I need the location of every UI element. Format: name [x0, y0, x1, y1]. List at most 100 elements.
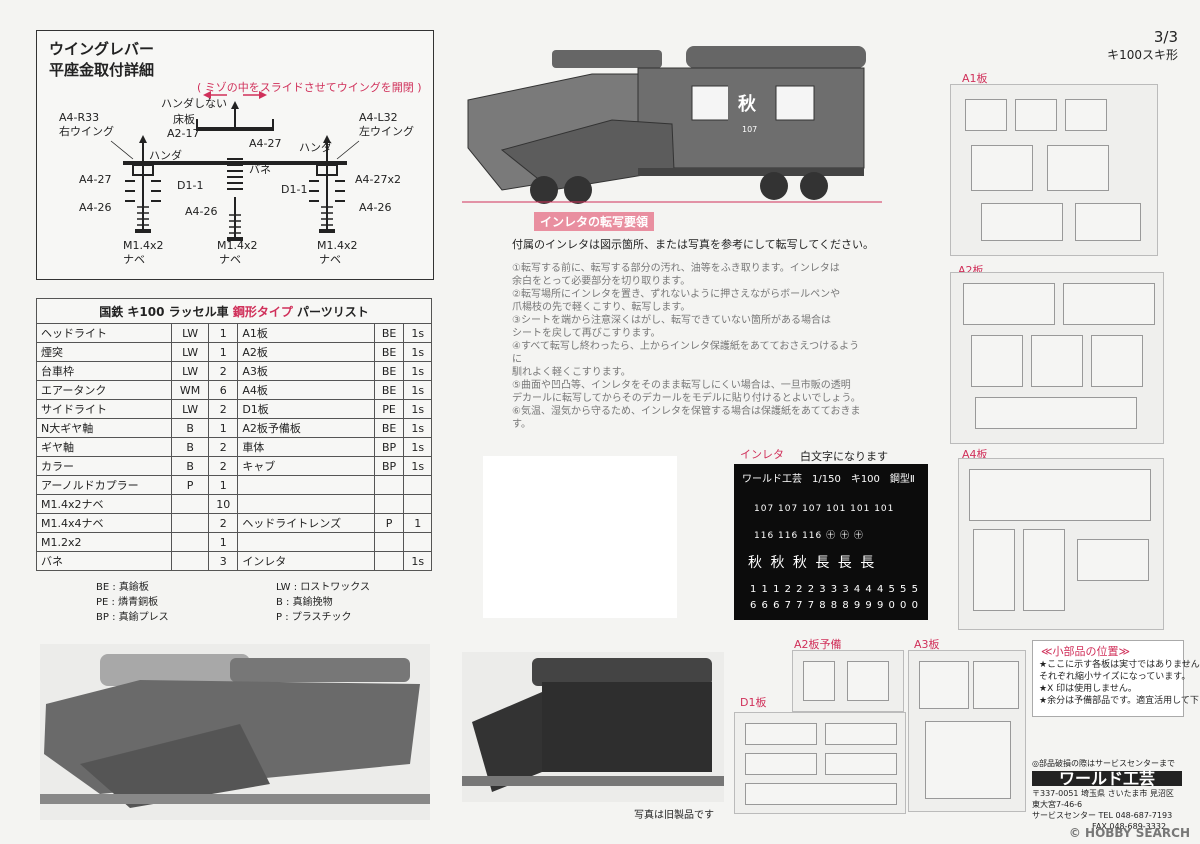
parts-cell-q1: 10: [208, 494, 239, 514]
sheet-a3: [908, 650, 1026, 812]
parts-cell-n1: M1.2x2: [35, 532, 173, 552]
photo-note: 写真は旧製品です: [634, 810, 714, 821]
instruction-step: シートを戻して再びこすります。: [512, 328, 661, 339]
instruction-step: ①転写する前に、転写する部分の汚れ、油等をふき取ります。インレタは: [512, 263, 840, 274]
parts-cell-m1: B: [171, 456, 210, 476]
small-parts-line-2: それぞれ縮小サイズになっています。: [1039, 672, 1191, 682]
wing-title: ウイングレバー 平座金取付詳細: [49, 39, 154, 81]
parts-cell-m2: [373, 532, 405, 552]
parts-cell-q1: 2: [208, 456, 239, 476]
parts-row: M1.4x2ナベ 10: [35, 494, 432, 514]
parts-cell-q1: 1: [208, 342, 239, 362]
russell-car-drawing: 秋 107: [462, 46, 882, 204]
decal-row-4: 1 1 1 2 2 2 3 3 3 4 4 4 5 5 5: [750, 584, 919, 595]
parts-cell-n2: D1板: [237, 399, 375, 419]
train-mark-char: 秋: [738, 93, 757, 115]
parts-cell-m2: [373, 475, 405, 495]
label-a4-27-left: A4-27: [79, 173, 112, 186]
parts-cell-m1: P: [171, 475, 210, 495]
parts-cell-m1: LW: [171, 342, 210, 362]
sheet-a4-label: A4板: [962, 448, 988, 461]
legend-b: B : 真鍮挽物: [276, 597, 333, 608]
parts-cell-q2: [403, 532, 432, 552]
parts-cell-q2: 1s: [403, 399, 432, 419]
parts-cell-m2: BE: [373, 323, 405, 343]
parts-cell-m2: BP: [373, 437, 405, 457]
parts-cell-n1: バネ: [35, 551, 173, 571]
instruction-step: ⑤曲面や凹凸等、インレタをそのまま転写しにくい場合は、一旦市販の透明: [512, 380, 851, 391]
parts-cell-n1: 台車枠: [35, 361, 173, 381]
decal-row-5: 6 6 6 7 7 7 8 8 8 9 9 9 0 0 0: [750, 600, 919, 611]
label-a4-27x2: A4-27x2: [355, 173, 401, 186]
parts-cell-n1: カラー: [35, 456, 173, 476]
parts-cell-n1: M1.4x4ナベ: [35, 513, 173, 533]
label-left-wing: 左ウイング: [359, 125, 414, 138]
parts-cell-n2: [237, 532, 375, 552]
instruction-step: 爪楊枝の先で軽くこすり、転写します。: [512, 302, 691, 313]
maker-tel: サービスセンター TEL 048-687-7193: [1032, 811, 1173, 820]
parts-cell-q2: 1s: [403, 323, 432, 343]
parts-cell-m1: WM: [171, 380, 210, 400]
parts-cell-m2: BE: [373, 380, 405, 400]
model-photo-left: [40, 644, 430, 820]
instruction-step: ③シートを端から注意深くはがし、転写できていない箇所がある場合は: [512, 315, 831, 326]
parts-cell-n1: M1.4x2ナベ: [35, 494, 173, 514]
sheet-a2: [950, 272, 1164, 444]
label-solder-left: ハンダ: [149, 149, 182, 162]
label-a4-27-top: A4-27: [249, 137, 282, 150]
label-nabe-right: ナベ: [319, 253, 341, 266]
parts-cell-m2: BE: [373, 361, 405, 381]
parts-cell-q1: 6: [208, 380, 239, 400]
sheet-a3-label: A3板: [914, 638, 940, 651]
inletta-instructions-steps: ①転写する前に、転写する部分の汚れ、油等をふき取ります。インレタは余白をとって必…: [512, 262, 862, 431]
parts-cell-m2: PE: [373, 399, 405, 419]
parts-cell-q1: 3: [208, 551, 239, 571]
parts-cell-n2: キャブ: [237, 456, 375, 476]
parts-cell-m1: LW: [171, 399, 210, 419]
legend-bp: BP : 真鍮プレス: [96, 612, 169, 623]
maker-fax: FAX 048-689-3332: [1092, 822, 1167, 831]
material-legend: BE : 真鍮板 PE : 燐青銅板 BP : 真鍮プレス: [96, 580, 169, 625]
instruction-step: デカールに転写してからそのデカールをモデルに貼り付けるとよいでしょう。: [512, 393, 861, 404]
label-a4-26-left: A4-26: [79, 201, 112, 214]
parts-cell-m2: P: [373, 513, 405, 533]
parts-cell-n1: N大ギヤ軸: [35, 418, 173, 438]
small-parts-line-3: ★X 印は使用しません。: [1039, 684, 1137, 694]
sheet-a2-spare: [792, 650, 904, 712]
sheet-a4: [958, 458, 1164, 630]
parts-cell-n2: インレタ: [237, 551, 375, 571]
parts-cell-n1: アーノルドカプラー: [35, 475, 173, 495]
parts-cell-q2: [403, 475, 432, 495]
legend-lw: LW : ロストワックス: [276, 582, 370, 593]
train-mark-number: 107: [742, 125, 757, 134]
label-a4-26-middle: A4-26: [185, 205, 218, 218]
decal-sheet: ワールド工芸 1/150 キ100 鋼型Ⅱ 107 107 107 101 10…: [734, 464, 928, 620]
parts-cell-m1: B: [171, 437, 210, 457]
parts-cell-n2: ヘッドライトレンズ: [237, 513, 375, 533]
label-a4-l32: A4-L32: [359, 111, 398, 124]
page-number: 3/3 キ100スキ形: [1107, 28, 1178, 64]
parts-cell-n1: サイドライト: [35, 399, 173, 419]
inletta-instructions-intro: 付属のインレタは図示箇所、または写真を参考にして転写してください。: [512, 238, 875, 251]
maker-address: 〒337-0051 埼玉県 さいたま市 見沼区 東大宮7-46-6: [1032, 789, 1174, 809]
instruction-step: ②転写場所にインレタを置き、ずれないように押さえながらボールペンや: [512, 289, 841, 300]
parts-cell-n1: 煙突: [35, 342, 173, 362]
instruction-step: ④すべて転写し終わったら、上からインレタ保護紙をあてておさえつけるように: [512, 341, 860, 365]
label-floor: 床板: [173, 113, 195, 126]
parts-cell-q2: 1s: [403, 418, 432, 438]
parts-cell-q2: 1s: [403, 456, 432, 476]
sheet-d1-label: D1板: [740, 696, 767, 709]
inletta-instructions-heading: インレタの転写要領: [534, 212, 655, 231]
decal-label: インレタ: [740, 448, 784, 461]
small-parts-line-4: ★余分は予備部品です。適宜活用して下さい。: [1039, 696, 1200, 706]
label-screw-left: M1.4x2: [123, 239, 164, 252]
maker-logo: ワールド工芸: [1032, 771, 1182, 787]
parts-cell-q2: 1s: [403, 361, 432, 381]
wing-lever-detail: ウイングレバー 平座金取付詳細 ( ミゾの中をスライドさせてウイングを開閉 ): [36, 30, 434, 280]
